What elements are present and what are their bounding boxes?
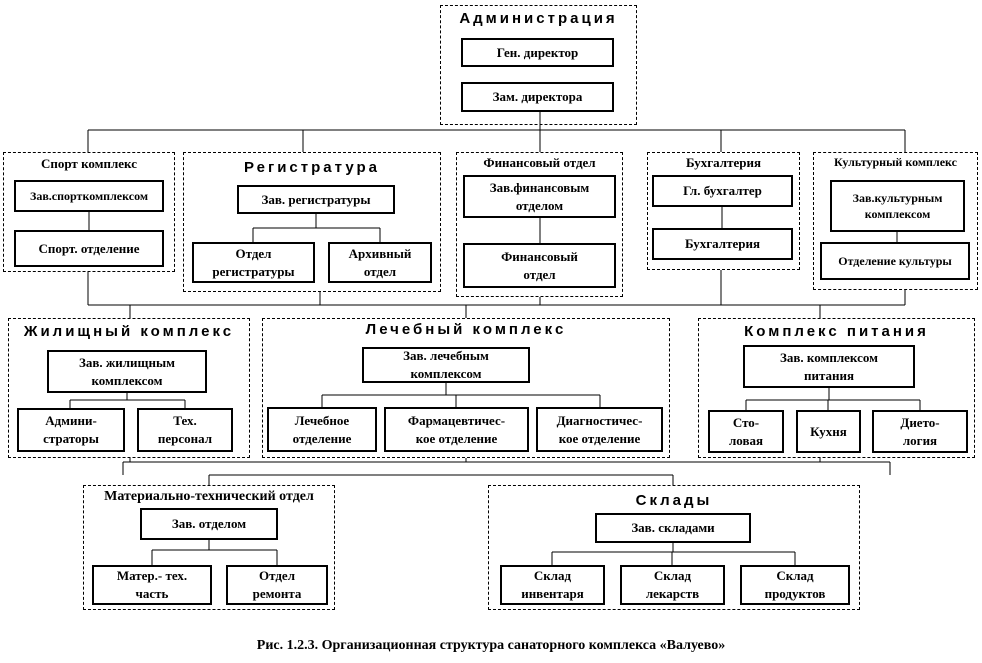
box-culture-dept: Отделение культуры	[820, 242, 970, 280]
group-title: Жилищный комплекс	[23, 323, 235, 340]
box-medical-head: Зав. лечебным комплексом	[362, 347, 530, 383]
box-inventory-store: Склад инвентаря	[500, 565, 605, 605]
box-sport-head: Зав.спорткомплексом	[14, 180, 164, 212]
box-dietology: Дието- логия	[872, 410, 968, 453]
group-finance: Финансовый отдел	[456, 152, 623, 297]
box-diagnostic-dept: Диагностичес- кое отделение	[536, 407, 663, 452]
group-registry: Регистратура	[183, 152, 441, 292]
group-accounting: Бухгалтерия	[647, 152, 800, 270]
box-general-director: Ген. директор	[461, 38, 614, 67]
box-treatment-dept: Лечебное отделение	[267, 407, 377, 452]
box-tech-staff: Тех. персонал	[137, 408, 233, 452]
box-registry-dept: Отдел регистратуры	[192, 242, 315, 283]
box-repair-dept: Отдел ремонта	[226, 565, 328, 605]
box-warehouse-head: Зав. складами	[595, 513, 751, 543]
group-title: Лечебный комплекс	[365, 321, 567, 338]
box-registry-head: Зав. регистратуры	[237, 185, 395, 214]
group-catering: Комплекс питания	[698, 318, 975, 458]
group-title: Материально-технический отдел	[104, 489, 314, 504]
box-housing-head: Зав. жилищным комплексом	[47, 350, 207, 393]
box-kitchen: Кухня	[796, 410, 861, 453]
box-material-tech: Матер.- тех. часть	[92, 565, 212, 605]
group-material: Материально-технический отдел	[83, 485, 335, 610]
box-administrators: Админи- страторы	[17, 408, 125, 452]
group-title: Администрация	[459, 10, 618, 27]
box-finance-dept: Финансовый отдел	[463, 243, 616, 288]
group-title: Финансовый отдел	[483, 155, 596, 170]
box-food-store: Склад продуктов	[740, 565, 850, 605]
group-title: Культурный комплекс	[834, 155, 957, 169]
box-accounting: Бухгалтерия	[652, 228, 793, 260]
group-culture: Культурный комплекс	[813, 152, 978, 290]
group-sport: Спорт комплекс	[3, 152, 175, 272]
group-title: Спорт комплекс	[41, 156, 137, 171]
group-title: Регистратура	[243, 159, 380, 176]
box-pharmacy-dept: Фармацевтичес- кое отделение	[384, 407, 529, 452]
group-medical: Лечебный комплекс	[262, 318, 670, 458]
group-housing: Жилищный комплекс	[8, 318, 250, 458]
group-title: Бухгалтерия	[686, 155, 761, 170]
box-dining: Сто- ловая	[708, 410, 784, 453]
group-title: Комплекс питания	[744, 323, 929, 340]
box-finance-head: Зав.финансовым отделом	[463, 175, 616, 218]
group-warehouses: Склады	[488, 485, 860, 610]
box-chief-accountant: Гл. бухгалтер	[652, 175, 793, 207]
group-title: Склады	[635, 492, 713, 509]
box-medicine-store: Склад лекарств	[620, 565, 725, 605]
box-catering-head: Зав. комплексом питания	[743, 345, 915, 388]
box-archive: Архивный отдел	[328, 242, 432, 283]
box-culture-head: Зав.культурным комплексом	[830, 180, 965, 232]
figure-caption: Рис. 1.2.3. Организационная структура са…	[256, 638, 726, 653]
box-sport-dept: Спорт. отделение	[14, 230, 164, 267]
box-material-head: Зав. отделом	[140, 508, 278, 540]
group-administration: Администрация	[440, 5, 637, 125]
box-deputy-director: Зам. директора	[461, 82, 614, 112]
